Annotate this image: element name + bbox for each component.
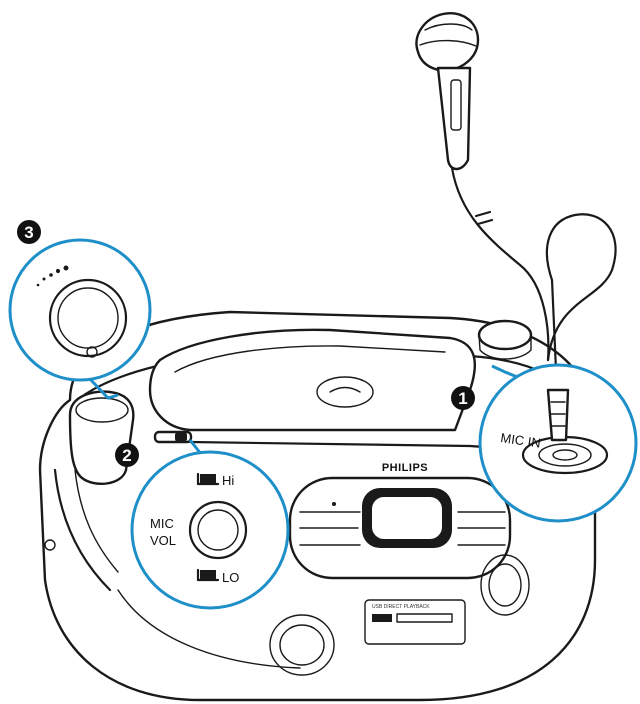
step-badge-3: 3	[17, 220, 41, 244]
hi-label: Hi	[222, 473, 234, 488]
volume-knob-icon	[36, 265, 128, 358]
callout-knob-zoom	[8, 238, 152, 400]
lo-label: LO	[222, 570, 239, 585]
brand-logo: PHILIPS	[382, 462, 428, 474]
volume-knob-icon	[188, 500, 248, 560]
svg-text:3: 3	[24, 223, 33, 242]
mic-vol-label-line1: MIC	[150, 516, 174, 531]
svg-text:1: 1	[458, 389, 467, 408]
headphone-jack-icon	[521, 388, 609, 475]
step-badge-2: 2	[115, 443, 139, 467]
step-badge-1: 1	[451, 386, 475, 410]
svg-text:USB DIRECT PLAYBACK: USB DIRECT PLAYBACK	[372, 604, 430, 610]
callout-mic-jack: MIC IN	[478, 363, 638, 523]
mic-vol-label-line2: VOL	[150, 533, 176, 548]
svg-text:2: 2	[122, 446, 131, 465]
hi-slider-icon	[200, 474, 216, 483]
lo-slider-icon	[200, 570, 216, 579]
callout-mic-volume: Hi MIC VOL LO	[130, 439, 290, 610]
mic-in-label: MIC IN	[500, 430, 542, 450]
